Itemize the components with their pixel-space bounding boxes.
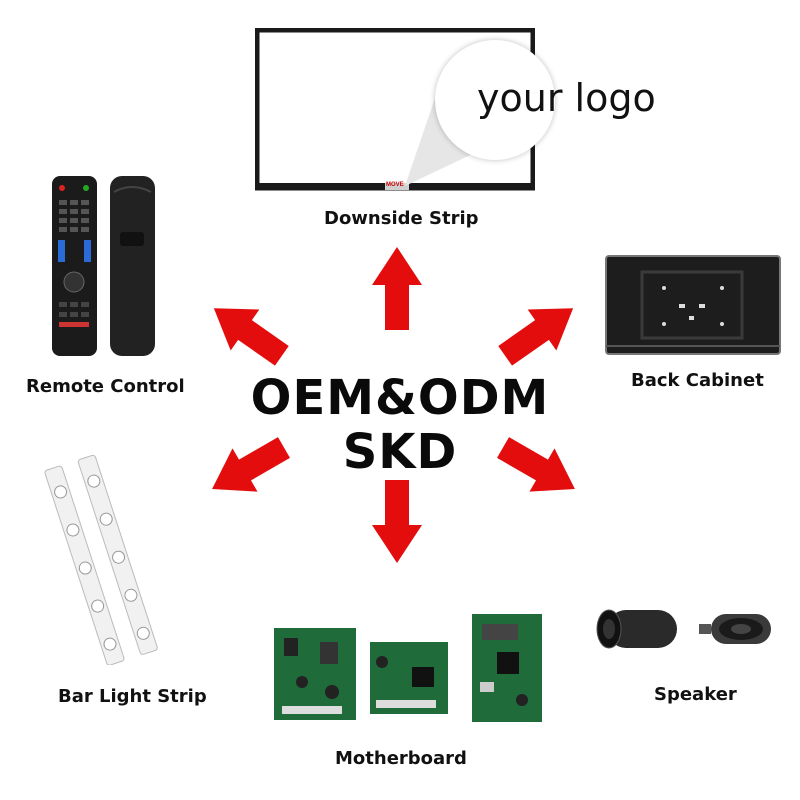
- label-remote-control: Remote Control: [26, 376, 185, 397]
- remote-control-product: [48, 172, 163, 362]
- arrow-up: [372, 247, 422, 330]
- label-downside-strip: Downside Strip: [324, 208, 479, 229]
- center-title-skd: SKD: [342, 424, 458, 480]
- motherboard-product: [272, 612, 544, 724]
- arrow-down: [372, 480, 422, 563]
- arrow-lower-right: [497, 437, 575, 492]
- label-motherboard: Motherboard: [335, 748, 467, 769]
- arrow-upper-left: [213, 308, 289, 366]
- logo-magnifier: [435, 40, 555, 160]
- label-back-cabinet: Back Cabinet: [631, 370, 764, 391]
- bar-light-strip-product: [30, 454, 190, 666]
- logo-text: your logo: [477, 76, 656, 120]
- center-title-oem-odm: OEM&ODM: [250, 370, 550, 426]
- arrow-upper-right: [498, 308, 574, 366]
- speaker-product: [593, 604, 775, 656]
- label-bar-light-strip: Bar Light Strip: [58, 686, 207, 707]
- label-speaker: Speaker: [654, 684, 737, 705]
- arrow-lower-left: [212, 437, 290, 492]
- back-cabinet-product: [604, 254, 782, 356]
- tv-brand-badge: MOVE: [386, 182, 404, 188]
